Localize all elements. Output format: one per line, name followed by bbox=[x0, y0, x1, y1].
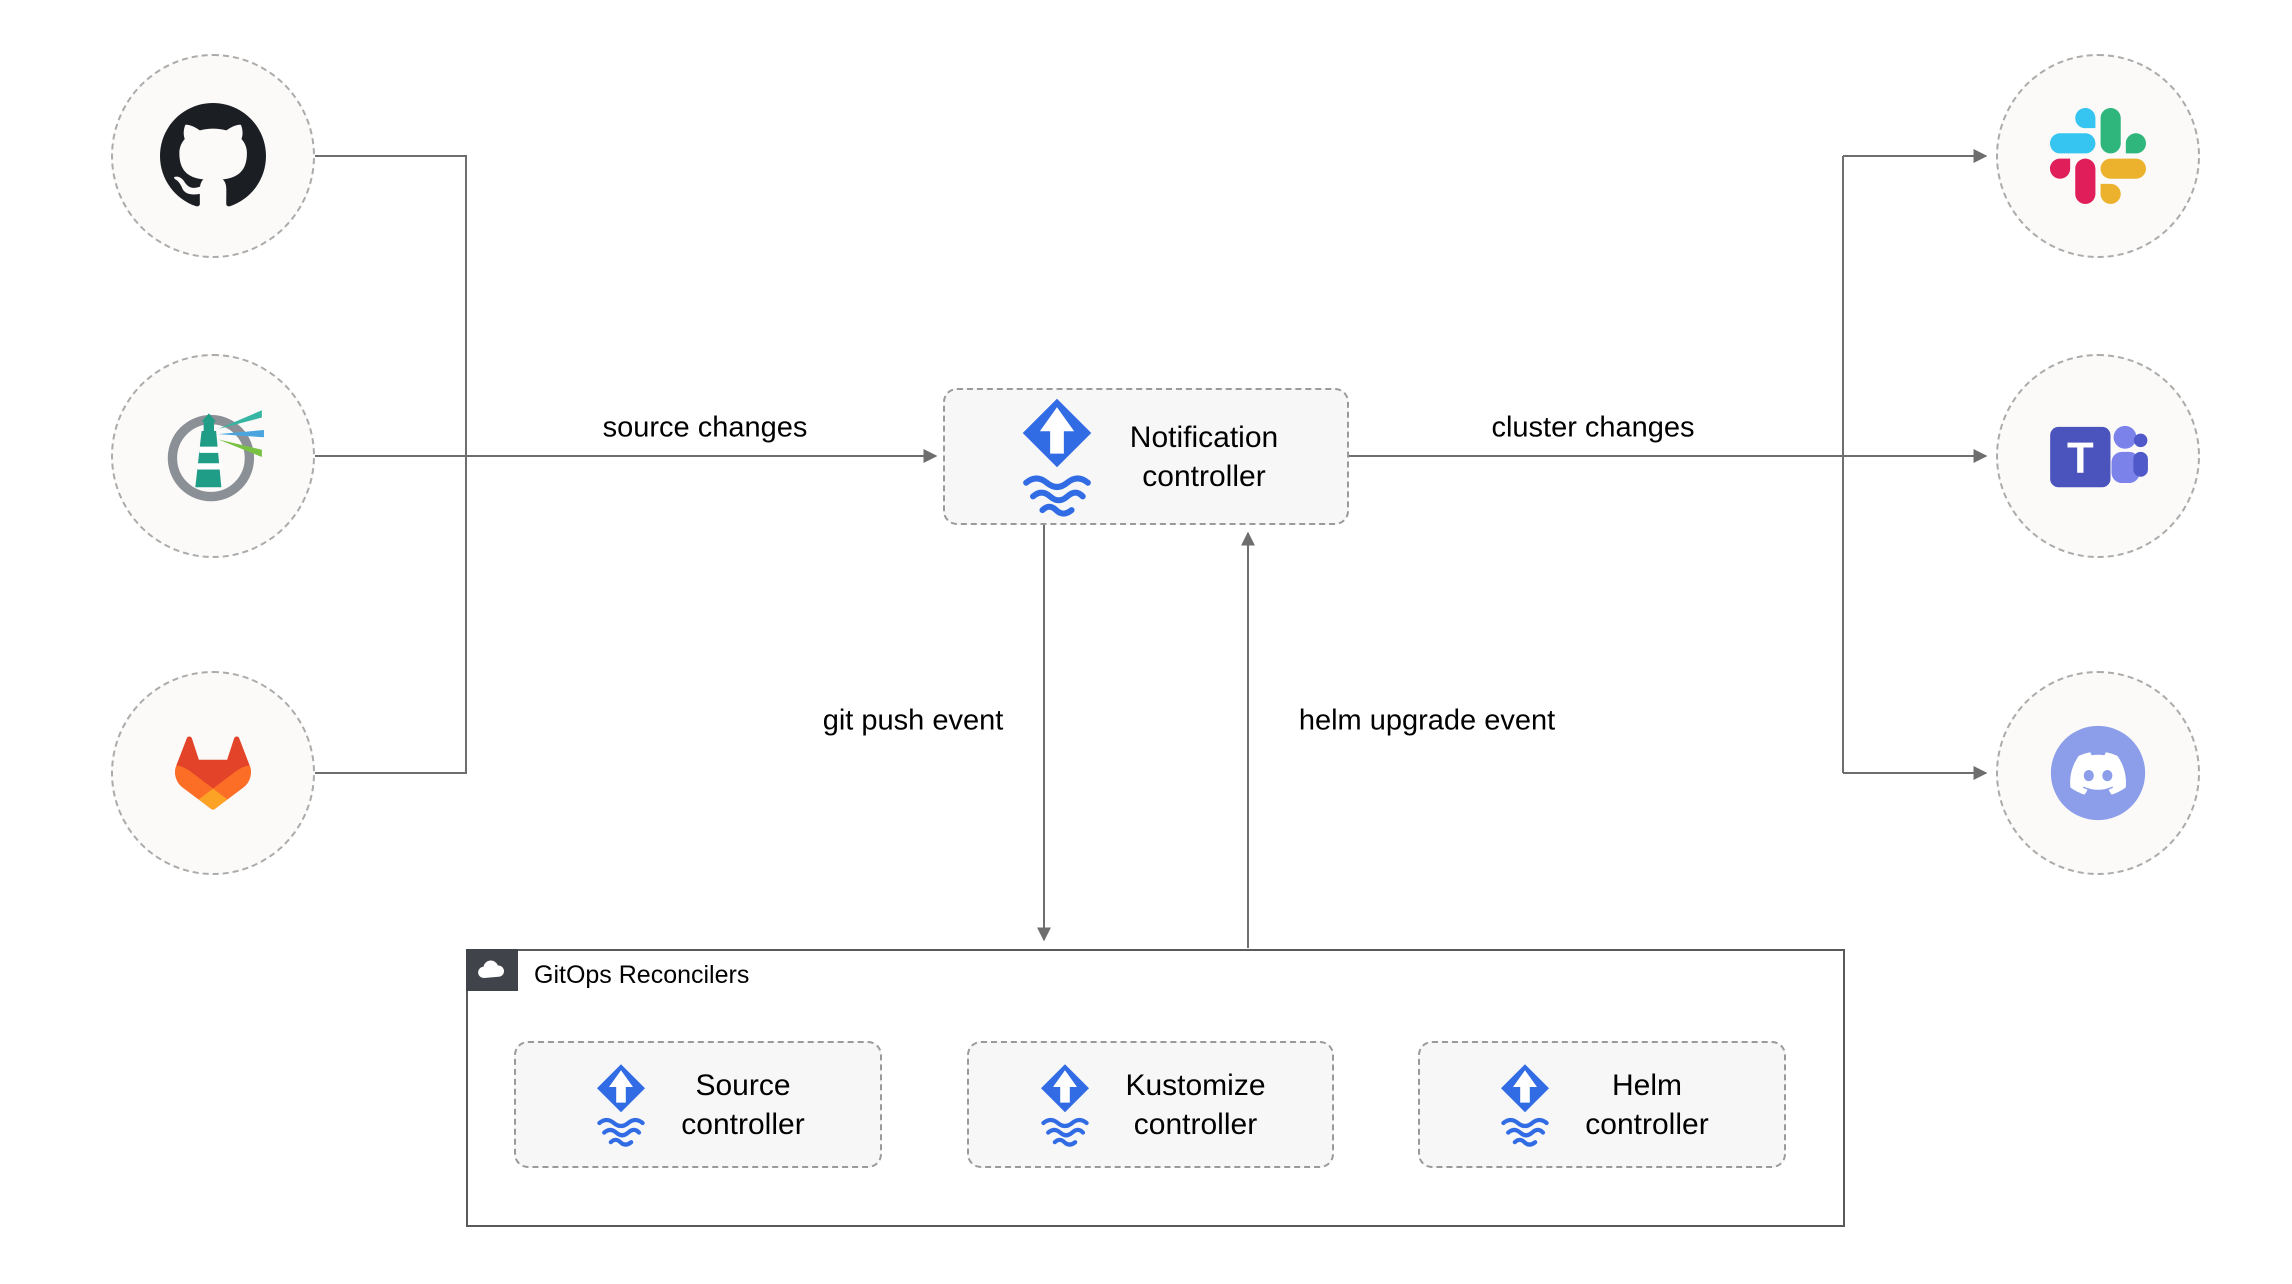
source-node-harbor bbox=[111, 354, 315, 558]
edge-label-cluster-changes: cluster changes bbox=[1485, 411, 1701, 445]
notification-controller-node: Notification controller bbox=[943, 388, 1349, 525]
group-tab bbox=[466, 949, 518, 991]
gitlab-icon bbox=[175, 736, 251, 810]
source-node-github bbox=[111, 54, 315, 258]
edge-label-git-push-event: git push event bbox=[816, 704, 1010, 738]
harbor-icon bbox=[167, 410, 264, 502]
kustomize-controller-node: Kustomize controller bbox=[967, 1041, 1334, 1168]
notification-controller-label: Notification controller bbox=[1129, 420, 1279, 493]
helm-controller-node: Helm controller bbox=[1418, 1041, 1786, 1168]
teams-letter: T bbox=[2067, 434, 2094, 483]
slack-icon bbox=[2050, 108, 2146, 204]
flux-icon bbox=[1035, 1063, 1095, 1147]
group-title: GitOps Reconcilers bbox=[534, 961, 750, 989]
source-node-gitlab bbox=[111, 671, 315, 875]
edge-label-helm-upgrade-event: helm upgrade event bbox=[1292, 704, 1562, 738]
source-controller-label: Source controller bbox=[681, 1068, 805, 1141]
cloud-icon bbox=[478, 960, 505, 979]
event-arrows bbox=[1037, 525, 1255, 948]
right-connectors bbox=[1349, 149, 1988, 780]
source-controller-node: Source controller bbox=[514, 1041, 882, 1168]
teams-icon: T bbox=[2050, 425, 2148, 488]
kustomize-controller-label: Kustomize controller bbox=[1125, 1068, 1266, 1141]
flux-icon bbox=[591, 1063, 651, 1147]
flux-icon bbox=[1495, 1063, 1555, 1147]
edge-label-source-changes: source changes bbox=[596, 411, 814, 445]
github-icon bbox=[160, 103, 266, 207]
provider-node-discord bbox=[1996, 671, 2200, 875]
flux-icon bbox=[1014, 397, 1100, 517]
left-connectors bbox=[315, 155, 938, 774]
discord-icon bbox=[2050, 725, 2146, 821]
provider-node-slack bbox=[1996, 54, 2200, 258]
provider-node-teams: T bbox=[1996, 354, 2200, 558]
helm-controller-label: Helm controller bbox=[1585, 1068, 1709, 1141]
